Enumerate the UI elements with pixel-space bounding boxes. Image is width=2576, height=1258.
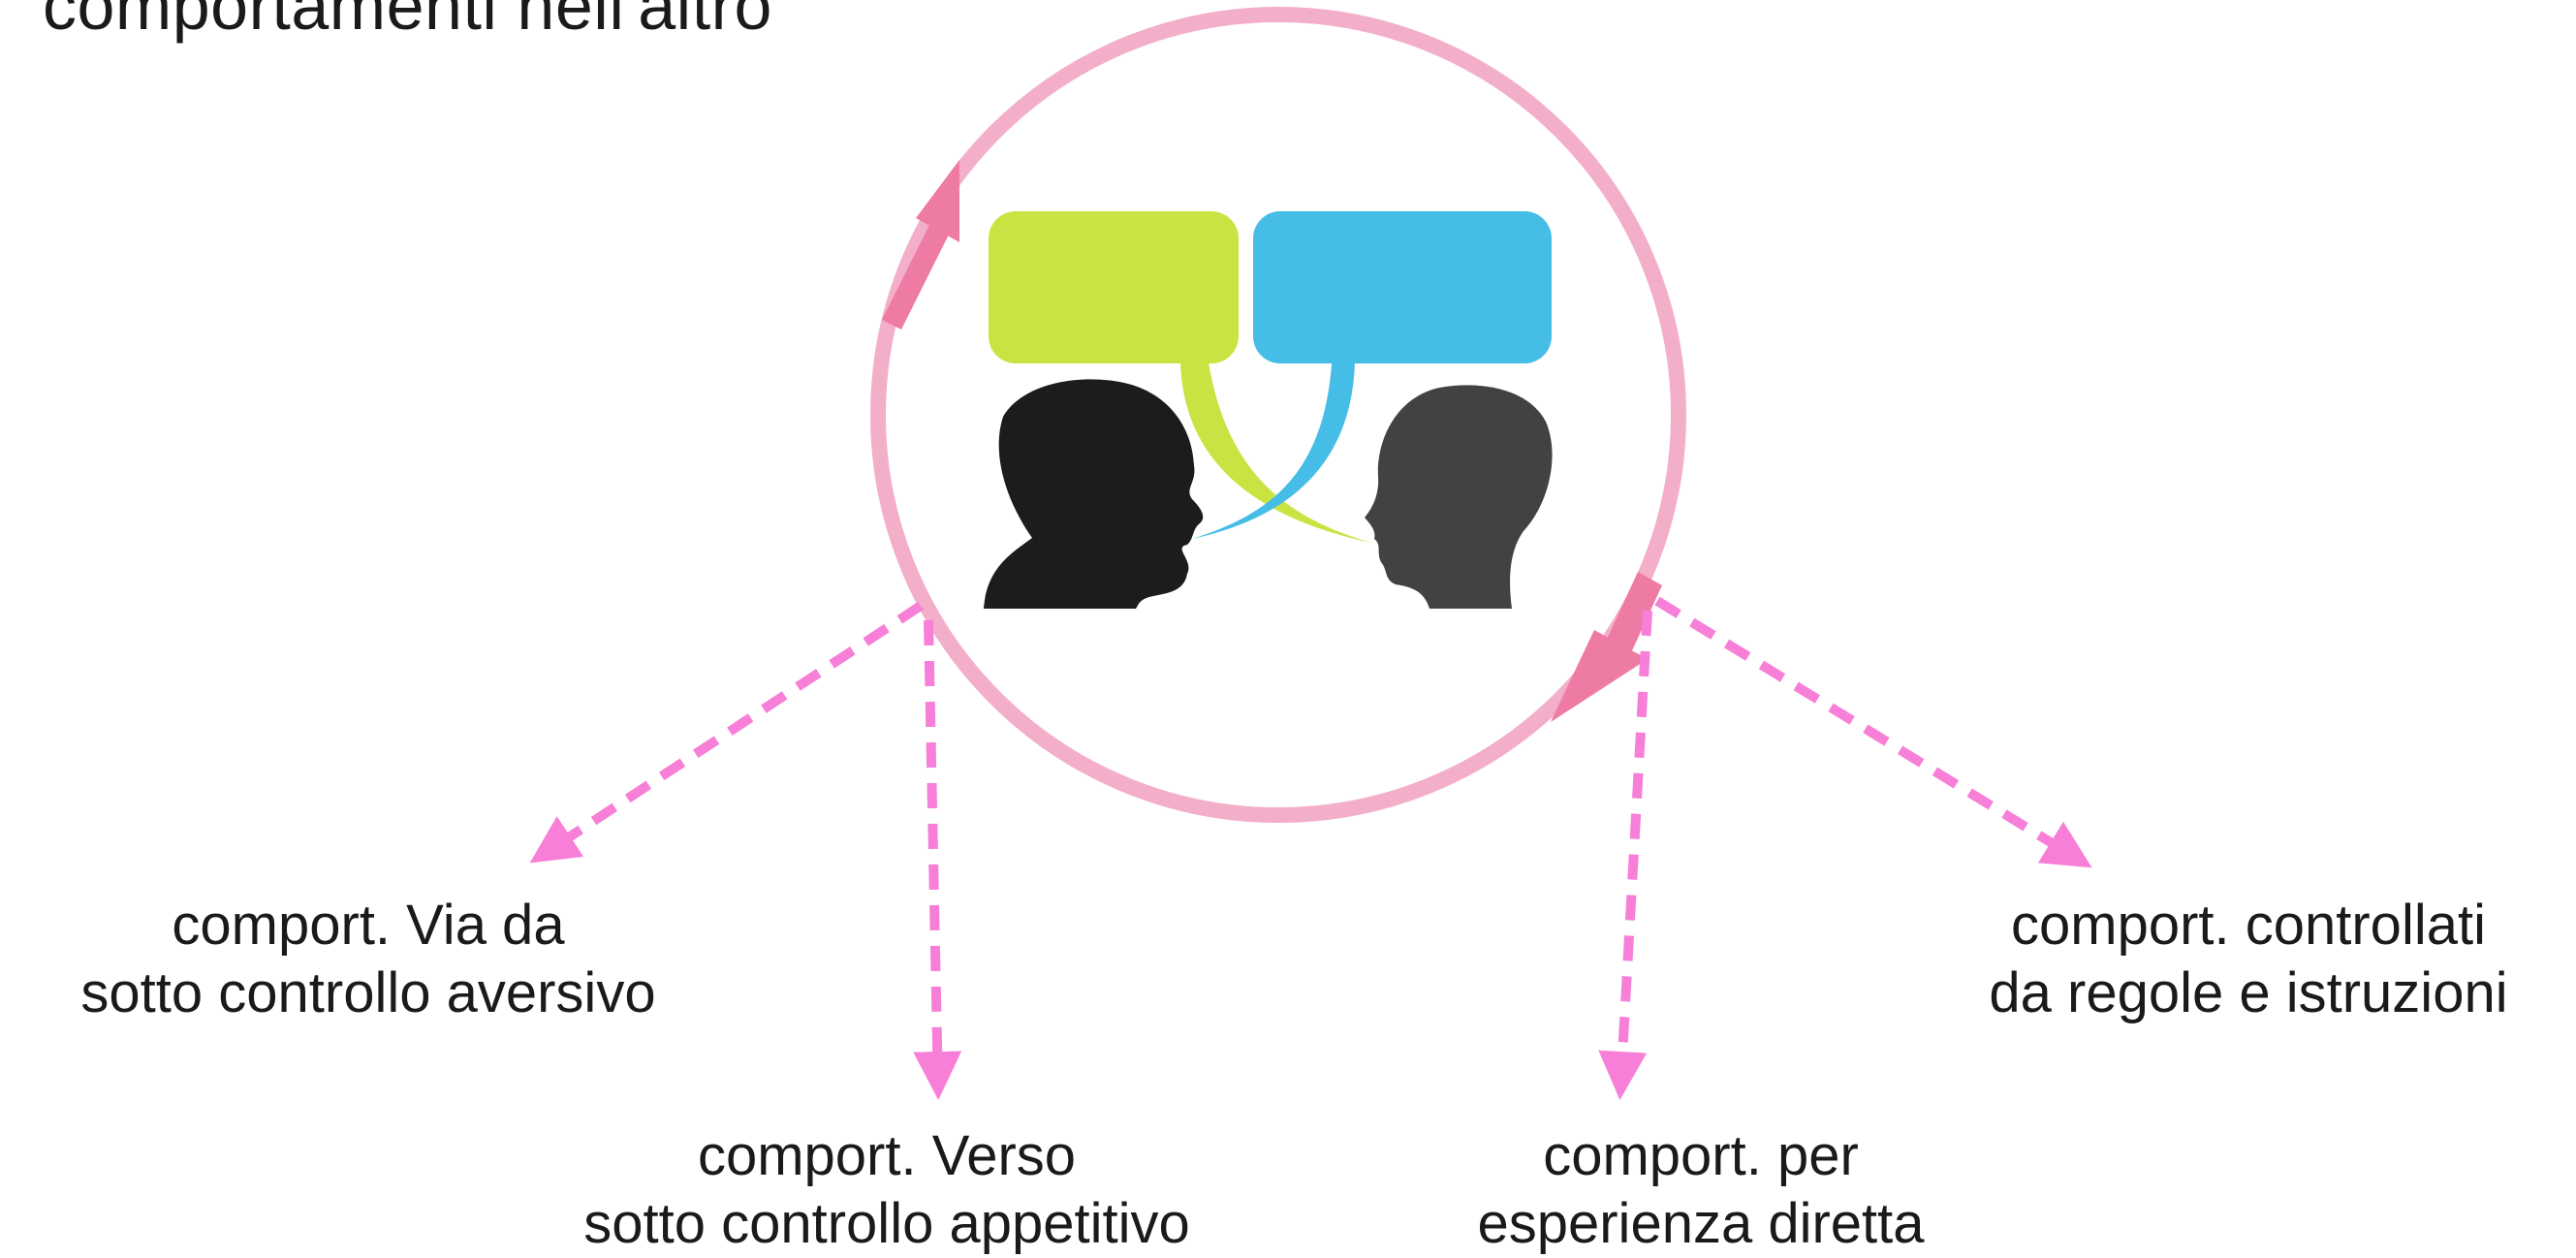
label-appetitive-control: comport. Verso sotto controllo appetitiv… bbox=[504, 1122, 1270, 1258]
label-direct-line-1: comport. per bbox=[1543, 1124, 1859, 1187]
label-aversive-line-2: sotto controllo aversivo bbox=[80, 961, 656, 1024]
cycle-arrow-lower-right bbox=[1551, 572, 1662, 722]
label-direct-line-2: esperienza diretta bbox=[1477, 1192, 1925, 1255]
label-rule-governed: comport. controllati da regole e istruzi… bbox=[1919, 892, 2576, 1027]
label-aversive-line-1: comport. Via da bbox=[172, 894, 565, 957]
dashed-arrow-aversive bbox=[529, 601, 924, 864]
page-title: comportamenti nell'altro bbox=[43, 0, 772, 44]
label-appetitive-line-2: sotto controllo appetitivo bbox=[583, 1192, 1190, 1255]
dashed-arrow-rules bbox=[1654, 596, 2092, 868]
label-rules-line-2: da regole e istruzioni bbox=[1989, 961, 2508, 1024]
dashed-arrow-direct bbox=[1598, 610, 1652, 1100]
label-rules-line-1: comport. controllati bbox=[2011, 894, 2486, 957]
cycle-arrow-upper-left bbox=[882, 160, 959, 330]
label-direct-experience: comport. per esperienza diretta bbox=[1425, 1122, 1977, 1258]
two-people-talking-icon bbox=[984, 211, 1553, 609]
cycle-circle bbox=[870, 7, 1686, 823]
dashed-arrow-appetitive bbox=[913, 619, 962, 1100]
label-appetitive-line-1: comport. Verso bbox=[697, 1124, 1077, 1187]
label-aversive-control: comport. Via da sotto controllo aversivo bbox=[10, 892, 727, 1027]
